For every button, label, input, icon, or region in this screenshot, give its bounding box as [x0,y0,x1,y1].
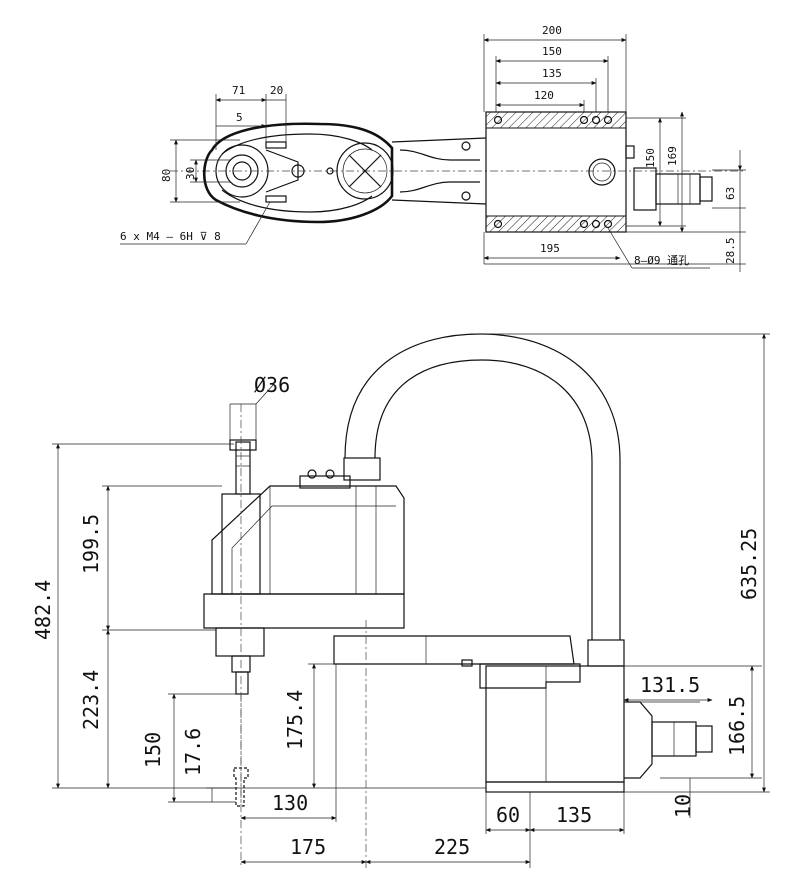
top-arm2-outline [202,122,394,224]
dim-17-6: 17.6 [181,728,205,776]
dim-169: 169 [666,146,679,166]
dim-30: 30 [184,167,197,180]
dim-10: 10 [671,794,695,818]
top-hole1 [579,115,589,125]
top-arm2-inner [221,133,373,155]
side-connector-body [624,701,653,779]
dim-175: 175 [290,835,326,859]
top-joint2-cross2 [348,154,382,188]
top-spline-screw-bottom [265,195,287,203]
dim-63: 63 [724,187,737,200]
top-joint2-inner [342,148,388,194]
arm2-fitting-knob2 [325,469,335,479]
top-connector-small [625,145,635,159]
dim-5: 5 [236,111,243,124]
dim-80: 80 [160,169,173,182]
top-view: 200 150 135 120 71 20 5 80 30 6 x M4 — 6… [120,24,746,272]
arm2-plate [203,593,405,629]
cable-clamp-top [343,457,381,481]
top-hole5 [579,219,589,229]
top-spline-bracket [265,149,299,193]
dim-175-4: 175.4 [283,690,307,750]
top-spline-pin [291,164,305,178]
top-arm-pin [326,167,334,175]
dim-71: 71 [232,84,245,97]
top-hole7 [603,219,613,229]
top-spline-flange [215,144,269,198]
dim-150s: 150 [141,732,165,768]
dim-166-5: 166.5 [725,696,749,756]
top-base-port-inner [592,162,612,182]
cable-clamp-bottom [587,639,625,667]
dim-130: 130 [272,791,308,815]
dim-200: 200 [542,24,562,37]
thread-note-leader [245,201,271,245]
spline-end-tip [233,767,249,807]
top-base-body [485,111,627,233]
cable-arch-inner [374,359,593,640]
side-connector-tip [695,725,713,753]
spline-lower-flange [215,627,265,657]
base-body [485,665,625,783]
arm2-fitting-knob1 [307,469,317,479]
arm2-housing-inner [231,505,396,594]
top-connector-tip [699,176,713,202]
dim-635-25: 635.25 [737,528,761,600]
dim-223-4: 223.4 [79,670,103,730]
dim-195: 195 [540,242,560,255]
dim-20: 20 [270,84,283,97]
top-hole4 [493,115,503,125]
top-arm1-inner [399,149,480,193]
top-spline-ring [225,154,259,188]
top-arm1-bolt1 [461,141,471,151]
base-top-cap [479,663,581,689]
arm2-top-fitting [299,475,351,489]
dim-60: 60 [496,803,520,827]
top-base-hatch-bottom [485,215,627,233]
dim-150: 150 [542,45,562,58]
top-hole2 [591,115,601,125]
top-connector-body [633,167,657,211]
spline-shaft-lower [235,671,249,695]
top-spline-screw-top [265,141,287,149]
dim-150v: 150 [644,148,657,168]
top-arm1-outline [391,137,487,205]
dim-120: 120 [534,89,554,102]
dim-199-5: 199.5 [79,514,103,574]
hole-note: 8—Ø9 通孔 [634,254,689,267]
top-spline-shaft [232,161,252,181]
spline-housing [221,493,261,595]
dim-135s: 135 [556,803,592,827]
dim-28-5: 28.5 [724,238,737,265]
dim-482-4: 482.4 [31,580,55,640]
top-arm2-inner-lower [221,189,373,213]
arm1-screw [461,659,473,667]
top-hole8 [493,219,503,229]
top-hole6 [591,219,601,229]
top-base-port [588,158,616,186]
side-view: Ø36 482.4 199.5 223.4 150 17.6 175.4 130 [31,333,770,868]
dim-225: 225 [434,835,470,859]
dim-131-5: 131.5 [640,673,700,697]
top-hole3 [603,115,613,125]
dim-dia-leader [255,383,275,405]
hole-note-leader [607,227,633,269]
dim-dia-36: Ø36 [254,373,290,397]
base-foot [485,781,625,793]
thread-note: 6 x M4 — 6H ⊽ 8 [120,230,221,243]
top-arm1-bolt2 [461,191,471,201]
arm1-body [333,635,575,665]
spline-top-nut [229,439,257,451]
dim-135: 135 [542,67,562,80]
top-base-hatch-top [485,111,627,129]
top-joint2-circle [336,142,394,200]
